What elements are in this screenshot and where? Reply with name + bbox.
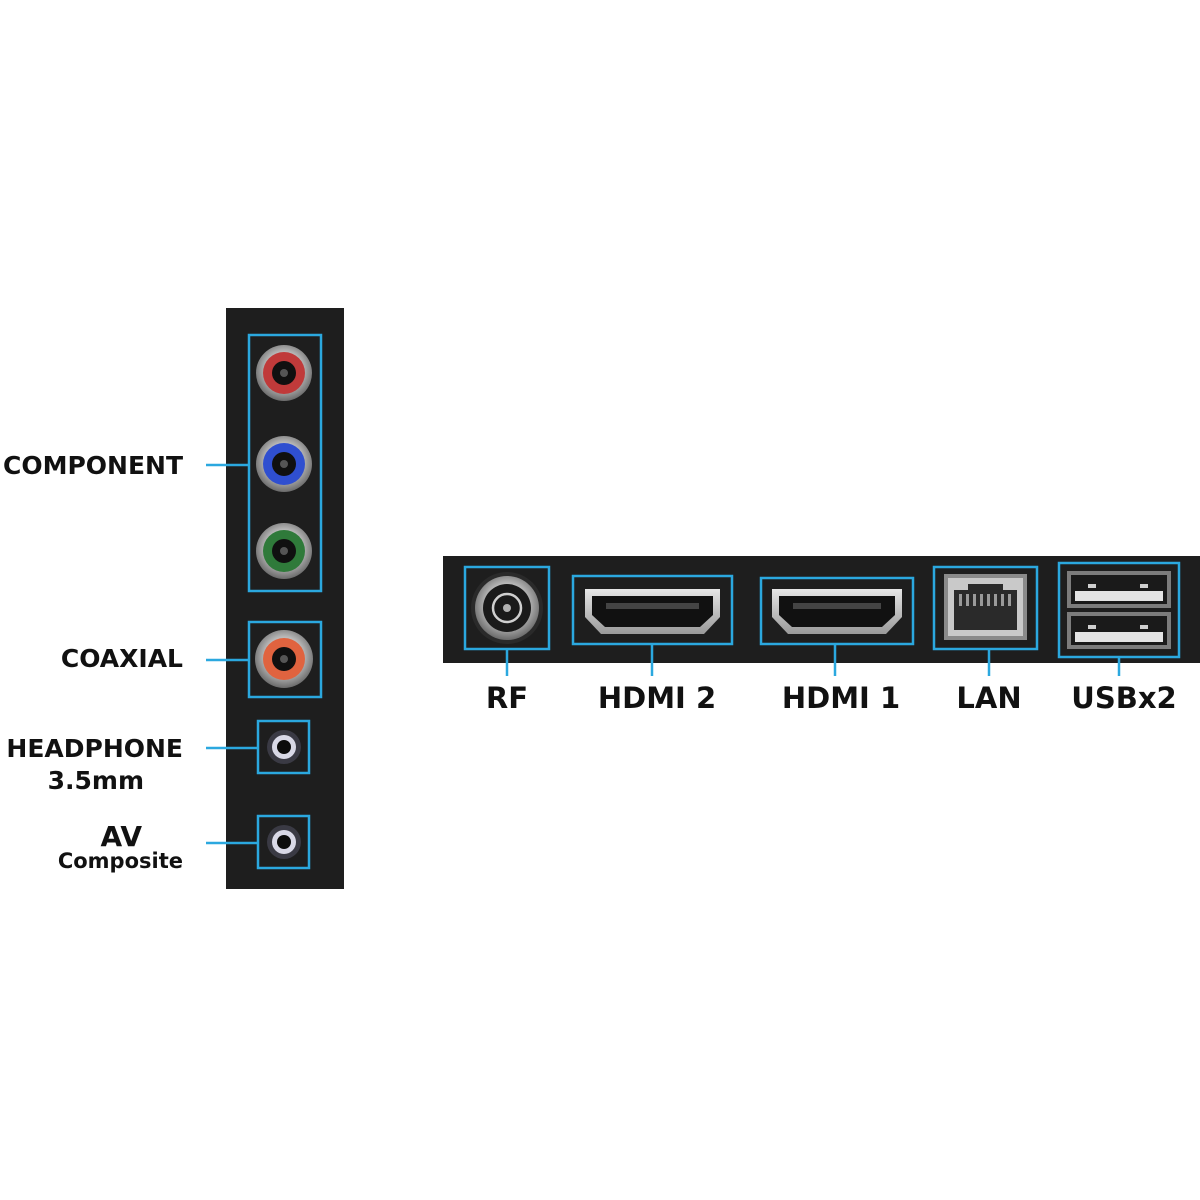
av-jack xyxy=(267,825,301,859)
hdmi2-label: HDMI 2 xyxy=(597,681,717,715)
hdmi1-port xyxy=(772,589,902,634)
rf-connector xyxy=(471,572,543,644)
usb-label: USBx2 xyxy=(1071,681,1177,715)
av-label: AV xyxy=(100,820,142,853)
lan-port xyxy=(944,574,1027,640)
coaxial-label: COAXIAL xyxy=(60,644,183,673)
coaxial-jack xyxy=(255,630,313,688)
av-composite-label: Composite xyxy=(57,849,183,873)
hdmi1-frame xyxy=(759,576,915,646)
component-label: COMPONENT xyxy=(2,451,183,480)
component-red-jack xyxy=(256,345,312,401)
side-panel xyxy=(226,308,344,889)
headphone-spec-label: 3.5mm xyxy=(47,766,144,795)
lan-label: LAN xyxy=(956,681,1022,715)
lan-frame xyxy=(932,565,1039,651)
hdmi2-port xyxy=(585,589,720,634)
usb-port-top xyxy=(1067,571,1171,608)
rf-label: RF xyxy=(485,681,529,715)
usb-port-bottom xyxy=(1067,612,1171,649)
component-green-jack xyxy=(256,523,312,579)
component-blue-jack xyxy=(256,436,312,492)
headphone-label: HEADPHONE xyxy=(6,734,183,763)
component-group-frame xyxy=(247,333,323,593)
headphone-jack xyxy=(267,730,301,764)
hdmi1-label: HDMI 1 xyxy=(781,681,901,715)
